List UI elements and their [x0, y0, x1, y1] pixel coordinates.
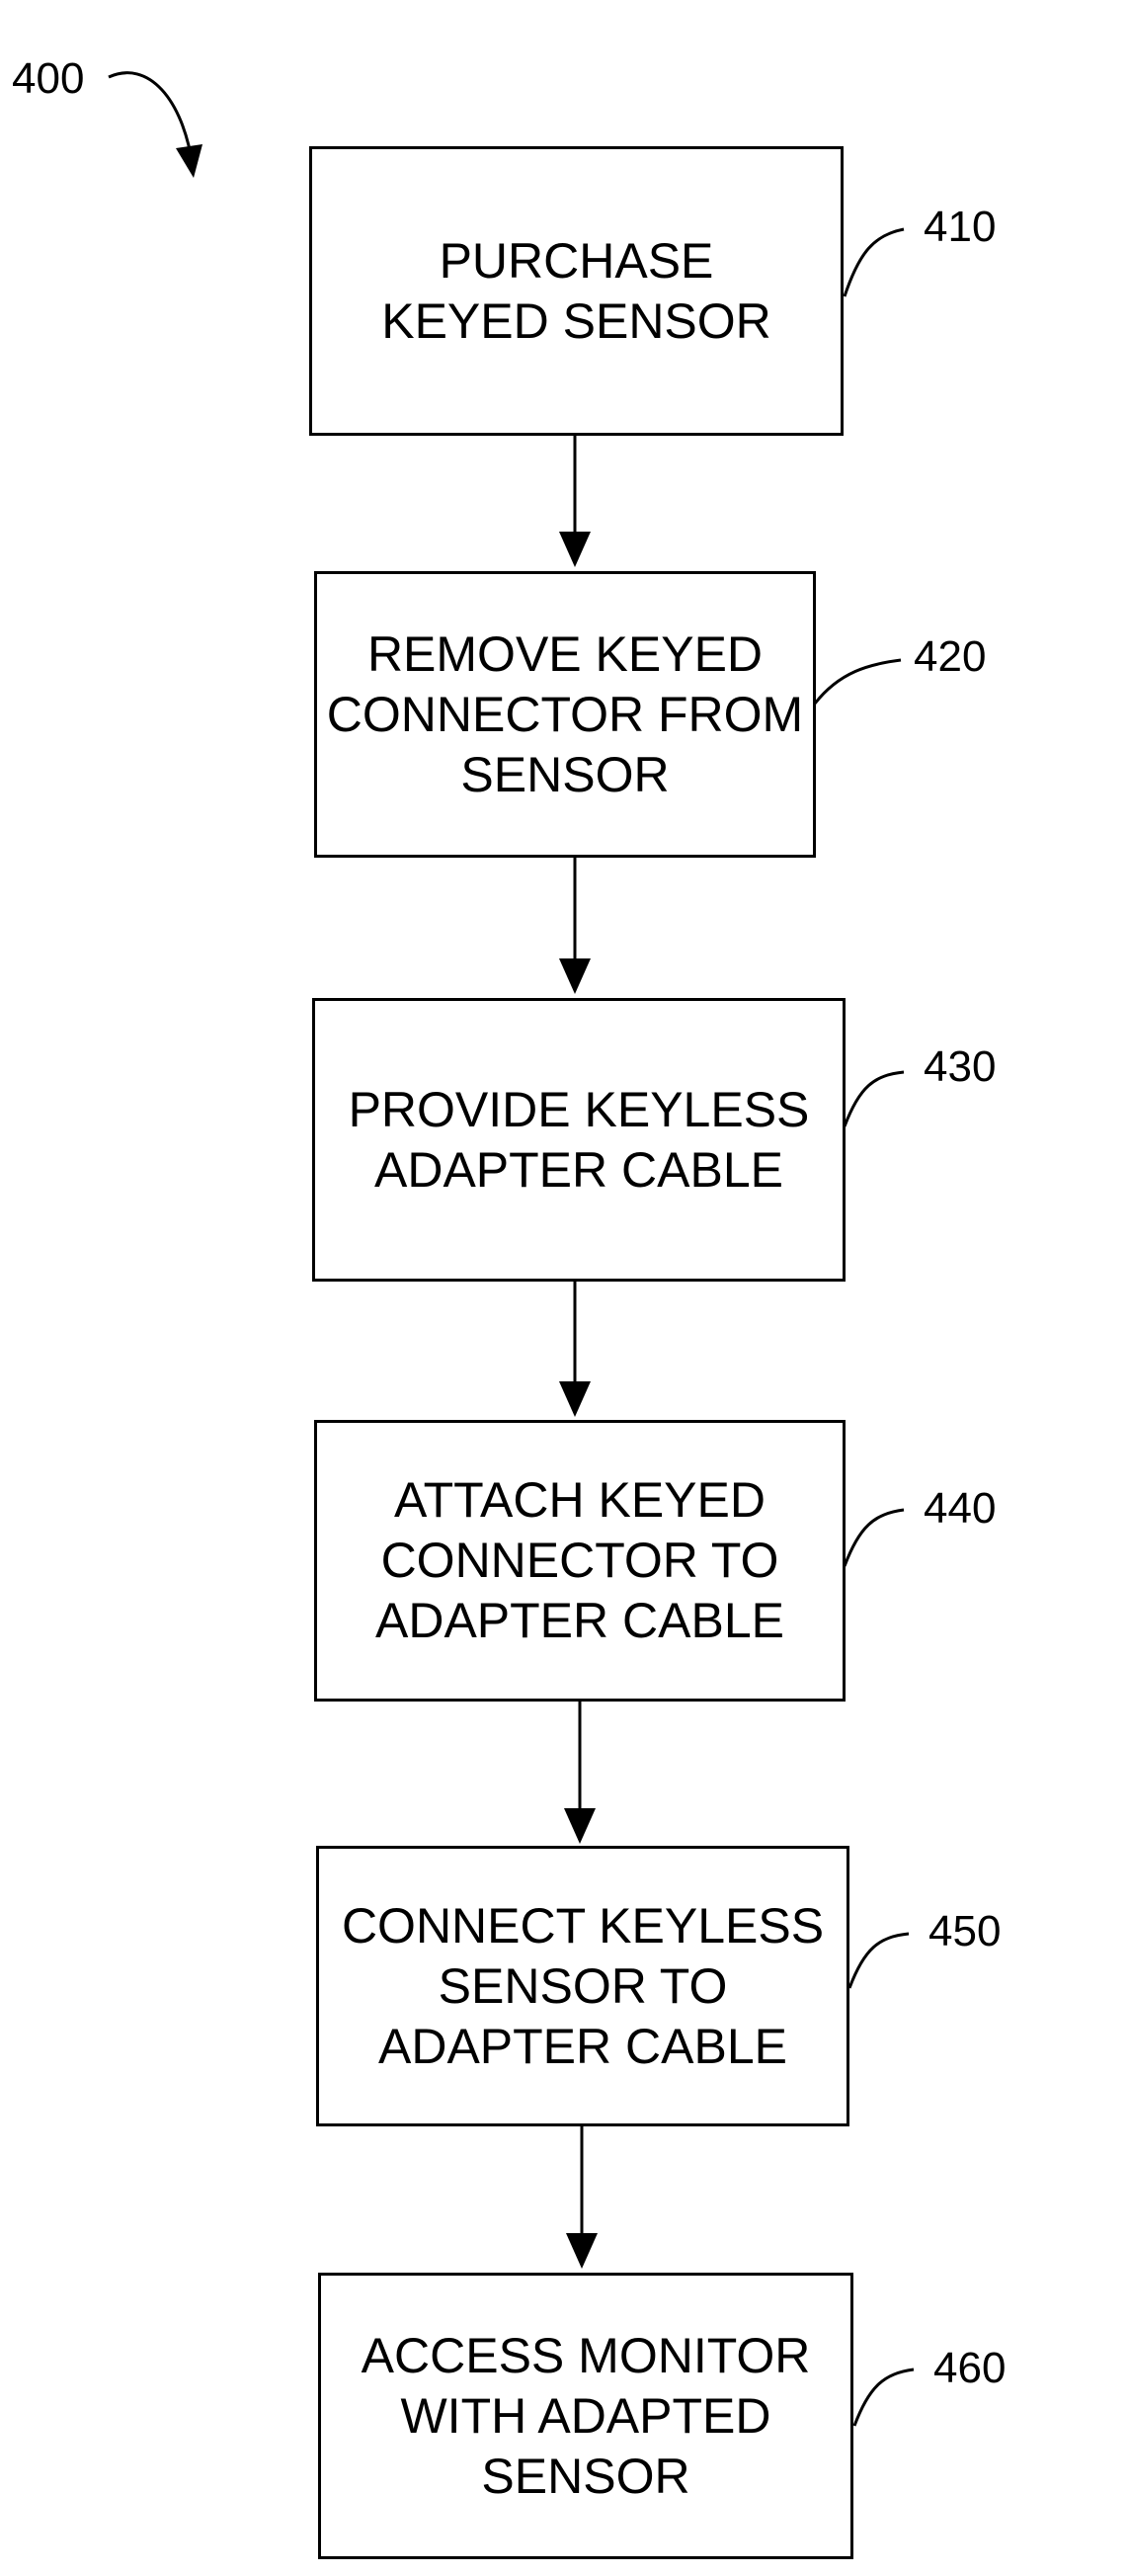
step-label-420: REMOVE KEYED CONNECTOR FROM SENSOR [327, 624, 803, 805]
step-box-460: ACCESS MONITOR WITH ADAPTED SENSOR [318, 2273, 853, 2559]
step-ref-450: 450 [928, 1907, 1001, 1956]
step-ref-420: 420 [914, 632, 986, 682]
step-box-410: PURCHASE KEYED SENSOR [309, 146, 844, 436]
leader-460 [854, 2369, 914, 2426]
figure-number: 400 [12, 54, 84, 104]
step-ref-440: 440 [924, 1484, 996, 1534]
step-label-440: ATTACH KEYED CONNECTOR TO ADAPTER CABLE [375, 1470, 784, 1651]
step-ref-410: 410 [924, 203, 996, 252]
leader-440 [845, 1510, 904, 1566]
step-ref-460: 460 [933, 2344, 1006, 2393]
leader-450 [849, 1934, 909, 1988]
step-box-430: PROVIDE KEYLESS ADAPTER CABLE [312, 998, 846, 1282]
step-box-450: CONNECT KEYLESS SENSOR TO ADAPTER CABLE [316, 1846, 849, 2126]
leader-410 [845, 229, 904, 296]
flow-arrowhead-440-450 [564, 1808, 596, 1844]
flow-arrowhead-450-460 [566, 2233, 598, 2269]
step-label-450: CONNECT KEYLESS SENSOR TO ADAPTER CABLE [342, 1896, 824, 2077]
step-box-440: ATTACH KEYED CONNECTOR TO ADAPTER CABLE [314, 1420, 846, 1702]
figure-label-arrowhead [176, 144, 202, 178]
step-label-430: PROVIDE KEYLESS ADAPTER CABLE [349, 1080, 810, 1201]
step-ref-430: 430 [924, 1042, 996, 1092]
leader-420 [815, 660, 901, 704]
flow-arrowhead-410-420 [559, 532, 591, 567]
flow-arrowhead-430-440 [559, 1381, 591, 1417]
leader-430 [845, 1072, 904, 1126]
step-box-420: REMOVE KEYED CONNECTOR FROM SENSOR [314, 571, 816, 858]
step-label-410: PURCHASE KEYED SENSOR [381, 231, 771, 352]
step-label-460: ACCESS MONITOR WITH ADAPTED SENSOR [362, 2326, 811, 2507]
flow-arrowhead-420-430 [559, 958, 591, 994]
